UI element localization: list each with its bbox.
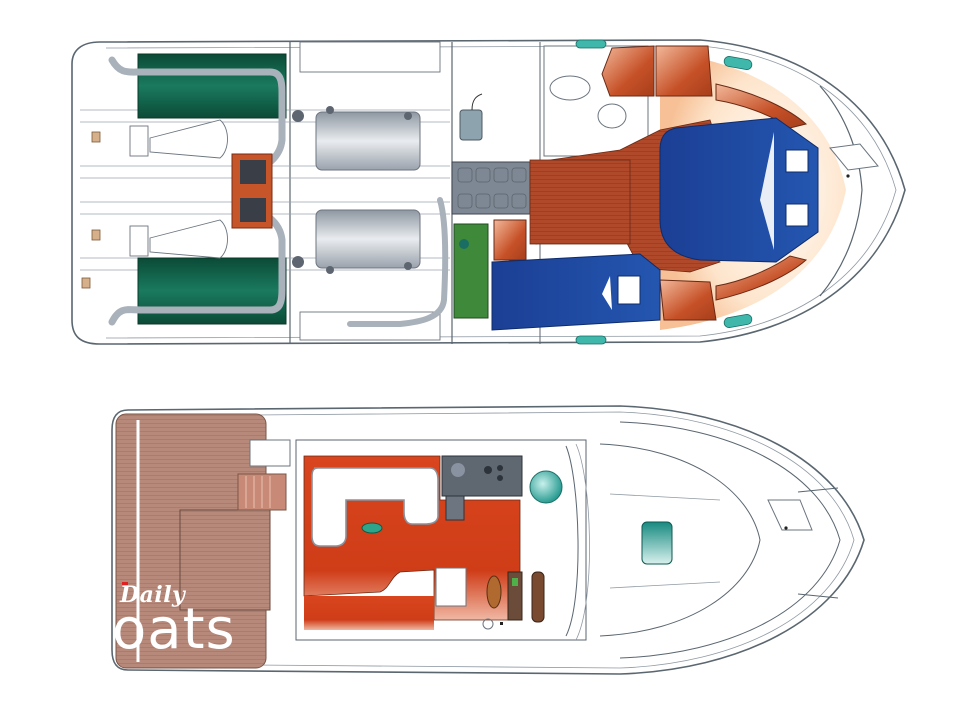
engine-starboard bbox=[315, 209, 421, 269]
settee-cushion-fwd-1 bbox=[601, 45, 655, 97]
head-sink bbox=[549, 75, 591, 101]
settee-cushion-aft bbox=[493, 219, 527, 261]
dinette-table bbox=[361, 522, 383, 534]
side-berth bbox=[491, 253, 661, 331]
steering-wheel bbox=[486, 575, 502, 609]
v-berth bbox=[659, 117, 819, 263]
galley-counter bbox=[453, 223, 489, 319]
pillow bbox=[617, 275, 641, 305]
fuel-tank-starboard bbox=[137, 257, 287, 325]
pillow bbox=[785, 203, 809, 227]
lower-deck-plan bbox=[71, 39, 906, 345]
porthole bbox=[723, 314, 753, 328]
porthole bbox=[723, 56, 753, 70]
cockpit-table bbox=[179, 509, 271, 611]
head-toilet bbox=[597, 103, 627, 129]
helm-station bbox=[482, 571, 545, 630]
porthole bbox=[575, 335, 607, 345]
round-sink bbox=[529, 470, 563, 504]
water-heater bbox=[459, 109, 483, 141]
main-deck-plan bbox=[111, 405, 865, 675]
anchor-locker-hatch bbox=[829, 143, 879, 171]
fuel-tank-port bbox=[137, 53, 287, 119]
stove-top bbox=[451, 161, 531, 215]
porthole bbox=[575, 39, 607, 49]
settee-cushion-fwd-2 bbox=[655, 45, 713, 97]
engine-port bbox=[315, 111, 421, 171]
galley-unit bbox=[441, 455, 523, 497]
anchor-locker-hatch bbox=[767, 499, 813, 531]
transom-seat bbox=[237, 473, 287, 511]
pillow bbox=[785, 149, 809, 173]
foredeck-hatch bbox=[641, 521, 673, 565]
l-shaped-dinette bbox=[311, 467, 439, 547]
